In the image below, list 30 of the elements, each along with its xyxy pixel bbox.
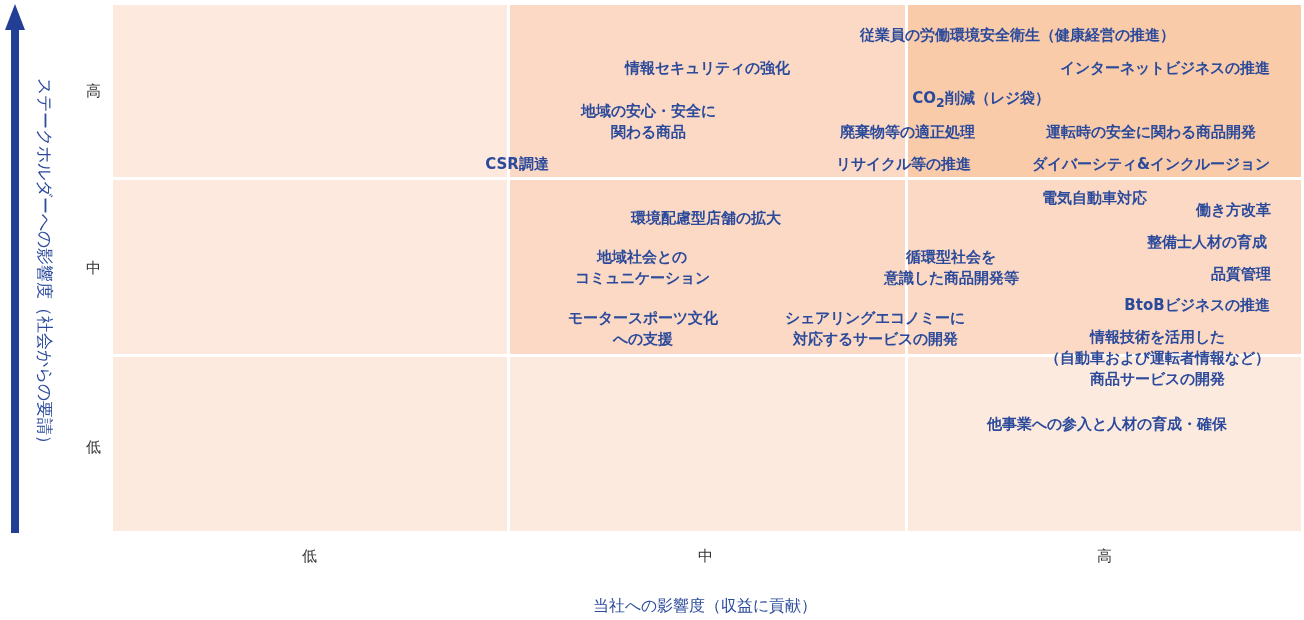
issue-label: 情報セキュリティの強化 — [624, 57, 790, 79]
issue-label: BtoBビジネスの推進 — [1124, 294, 1270, 316]
axis-tick-label: 中 — [697, 545, 713, 567]
issue-label: 働き方改革 — [1195, 199, 1271, 221]
issue-label: 地域の安心・安全に関わる商品 — [580, 101, 716, 143]
issue-label: 電気自動車対応 — [1041, 187, 1147, 209]
axis-title: ステークホルダーへの影響度（社会からの要請） — [35, 78, 55, 452]
issue-label: 循環型社会を意識した商品開発等 — [883, 247, 1019, 289]
axis-tick-label: 高 — [1096, 545, 1112, 567]
issue-label: 従業員の労働環境安全衛生（健康経営の推進） — [859, 24, 1175, 46]
axis-title: 当社への影響度（収益に貢献） — [593, 594, 817, 616]
issue-label: シェアリングエコノミーに対応するサービスの開発 — [785, 308, 965, 350]
axis-tick-label: 低 — [301, 545, 317, 567]
issue-label: 運転時の安全に関わる商品開発 — [1046, 121, 1256, 143]
issue-label: 品質管理 — [1211, 263, 1271, 285]
issue-label: モータースポーツ文化への支援 — [568, 308, 718, 350]
issue-label: CO$_{2}$削減（レジ袋） — [912, 87, 1050, 112]
issue-label: 整備士人材の育成 — [1147, 231, 1267, 253]
axis-tick-label: 中 — [85, 257, 101, 279]
issue-label: 他事業への参入と人材の育成・確保 — [987, 413, 1227, 435]
axis-tick-label: 低 — [85, 436, 101, 458]
issue-label: 廃棄物等の適正処理 — [839, 121, 975, 143]
axis-tick-label: 高 — [85, 80, 101, 102]
issue-label: 情報技術を活用した（自動車および運転者情報など）商品サービスの開発 — [1044, 326, 1270, 390]
issue-label: ダイバーシティ&インクルージョン — [1031, 153, 1271, 175]
issue-label: 地域社会とのコミュニケーション — [574, 247, 710, 289]
issue-label: 環境配慮型店舗の拡大 — [631, 207, 781, 229]
issue-label: リサイクル等の推進 — [835, 153, 971, 175]
issue-label: CSR調達 — [485, 153, 549, 175]
issue-label: インターネットビジネスの推進 — [1060, 57, 1270, 79]
